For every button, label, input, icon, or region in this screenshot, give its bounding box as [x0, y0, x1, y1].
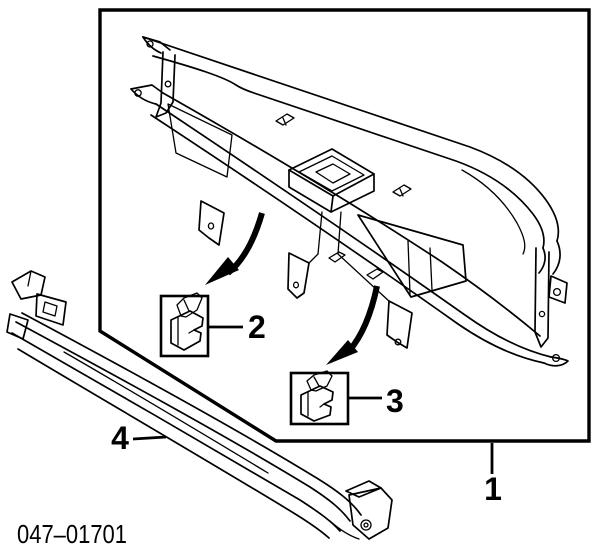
figure-code: 047–01701 — [17, 519, 127, 549]
clip-2-glyph — [170, 292, 204, 351]
arrow-to-clip-2 — [205, 212, 265, 285]
clip-3-box — [289, 371, 350, 426]
arrow-to-clip-3 — [326, 285, 380, 365]
front-panel-drawing — [130, 36, 569, 367]
callout-label-1: 1 — [484, 471, 502, 507]
clip-3-glyph — [300, 370, 334, 422]
panel-clip-tabs — [275, 113, 412, 280]
callout-panel-1: 1 — [484, 443, 502, 507]
crossmember-right-bracket — [329, 480, 393, 540]
callout-clip-3: 3 — [289, 370, 404, 426]
callout-label-2: 2 — [248, 309, 266, 345]
mount-hole-icon — [146, 40, 154, 48]
crossmember-drawing — [6, 270, 393, 540]
assembly-boundary-box — [98, 8, 591, 443]
callout-clip-2: 2 — [159, 292, 266, 358]
crossmember-left-bracket — [6, 270, 67, 340]
callout-crossmember-4: 4 — [111, 420, 167, 456]
leader-line-4 — [132, 435, 167, 441]
arrowhead-icon — [326, 340, 358, 365]
callout-label-3: 3 — [386, 383, 404, 419]
callout-label-4: 4 — [111, 420, 129, 456]
arrowhead-icon — [205, 257, 239, 285]
